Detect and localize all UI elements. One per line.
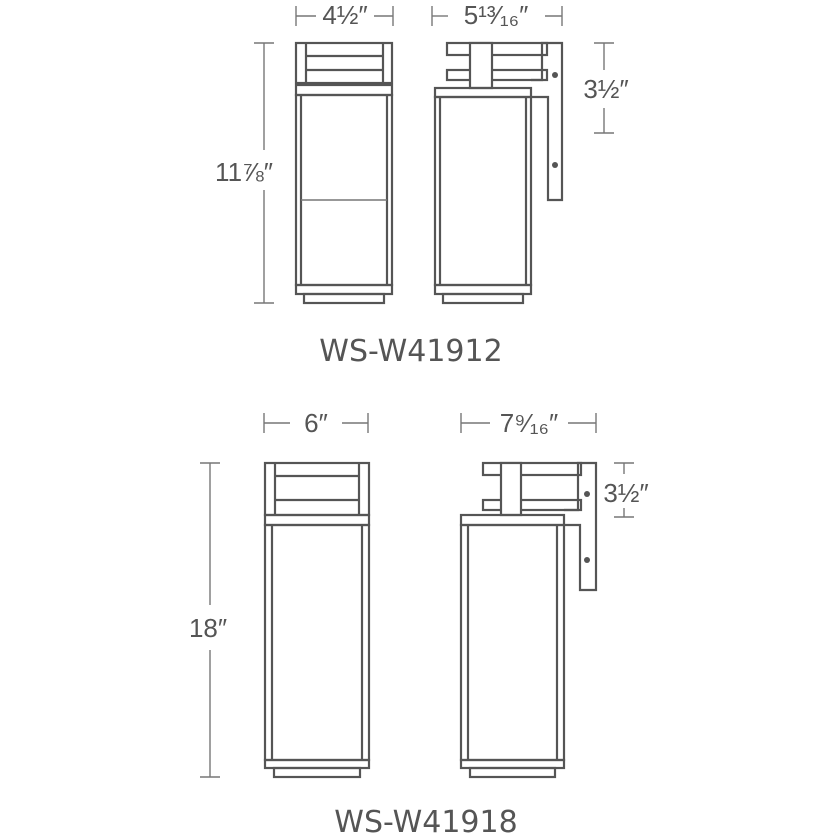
model-1-depth-label: 5¹³⁄₁₆″ bbox=[464, 0, 529, 30]
model-1-drawing: 4½″ 5¹³⁄₁₆″ 11⅞″ 3½″ bbox=[215, 0, 629, 369]
model-2-depth-dimension: 7⁹⁄₁₆″ bbox=[460, 408, 597, 438]
model-2-side-view bbox=[459, 461, 598, 779]
model-2-height-label: 18″ bbox=[189, 613, 227, 643]
model-1-depth-dimension: 5¹³⁄₁₆″ bbox=[431, 0, 563, 30]
model-1-name: WS-W41912 bbox=[319, 334, 502, 369]
model-1-mount-label: 3½″ bbox=[583, 74, 628, 104]
model-2-drawing: 6″ 7⁹⁄₁₆″ 18″ 3½″ bbox=[189, 408, 649, 840]
model-2-depth-label: 7⁹⁄₁₆″ bbox=[500, 408, 558, 438]
model-1-width-label: 4½″ bbox=[322, 0, 367, 30]
model-2-height-dimension: 18″ bbox=[189, 462, 227, 778]
model-1-height-dimension: 11⅞″ bbox=[215, 42, 274, 304]
model-2-width-label: 6″ bbox=[304, 408, 328, 438]
model-1-side-view bbox=[433, 41, 564, 305]
model-2-name: WS-W41918 bbox=[334, 805, 517, 840]
model-2-front-view bbox=[263, 461, 371, 779]
model-1-width-dimension: 4½″ bbox=[295, 0, 394, 30]
model-2-mount-dimension: 3½″ bbox=[603, 462, 649, 518]
model-1-height-label: 11⅞″ bbox=[215, 157, 273, 187]
model-2-mount-label: 3½″ bbox=[603, 478, 648, 508]
model-1-front-view bbox=[294, 41, 394, 305]
model-2-width-dimension: 6″ bbox=[263, 408, 369, 438]
model-1-mount-dimension: 3½″ bbox=[583, 42, 629, 134]
